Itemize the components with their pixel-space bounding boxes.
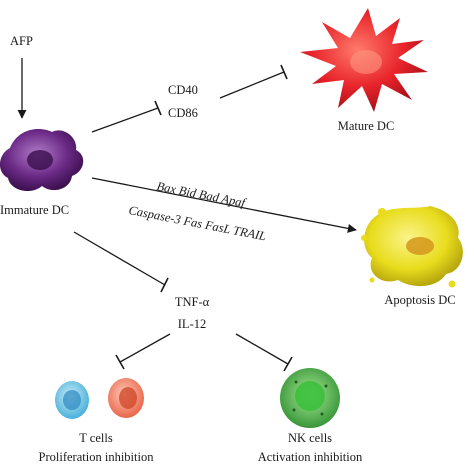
t-cell-blue (55, 381, 89, 419)
nk-cells-effect-label: Activation inhibition (257, 450, 363, 464)
tnf-alpha-label: TNF-α (174, 295, 210, 309)
nk-cell (280, 368, 340, 428)
apoptosis-arrow (91, 177, 357, 233)
cytokine-inhibit-arrow (73, 231, 169, 293)
nk-cell-inhibit-arrow (235, 333, 293, 372)
cd40-label: CD40 (168, 83, 198, 97)
t-cells-effect-label: Proliferation inhibition (38, 450, 154, 464)
mature-dc-cell (300, 8, 428, 112)
immature-dc-label: Immature DC (0, 203, 70, 217)
immature-dc-cell (0, 129, 84, 192)
nk-cells-label: NK cells (287, 431, 333, 445)
afp-label: AFP (10, 34, 33, 48)
t-cell-red (108, 378, 144, 418)
mature-dc-label: Mature DC (337, 119, 395, 133)
t-cell-inhibit-arrow (115, 333, 171, 370)
maturation-inhibit-arrow (91, 100, 162, 133)
t-cells-label: T cells (79, 431, 113, 445)
il12-label: IL-12 (177, 317, 207, 331)
apoptosis-dc-label: Apoptosis DC (384, 293, 456, 307)
cd86-label: CD86 (168, 106, 198, 120)
apoptosis-dc-cell (361, 206, 463, 288)
mature-inhibit-arrow (219, 64, 288, 99)
